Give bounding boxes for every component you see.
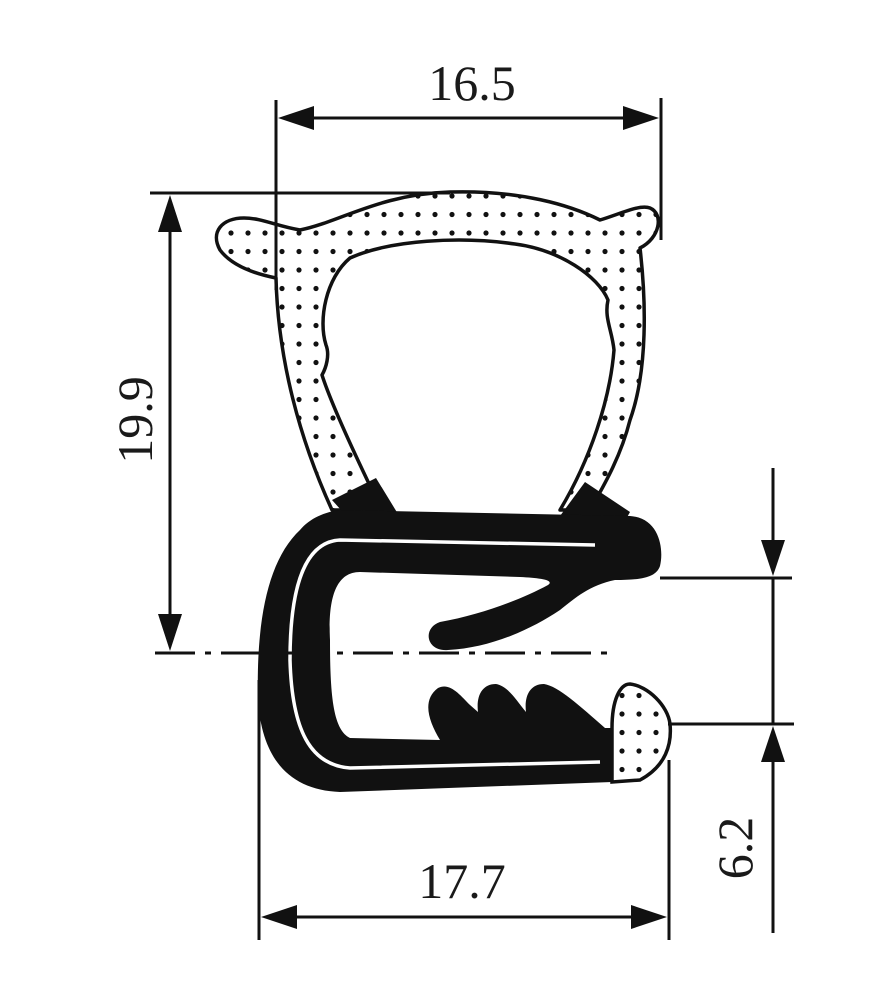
dimension-opening-height: 6.2 <box>660 468 794 933</box>
dimension-label-opening-height: 6.2 <box>707 817 763 880</box>
dimension-bottom-width: 17.7 <box>257 680 671 940</box>
dimension-label-overall-height: 19.9 <box>107 376 163 464</box>
solid-clip-body <box>257 478 662 792</box>
dimension-label-bottom-width: 17.7 <box>418 853 506 909</box>
dimension-label-top-width: 16.5 <box>428 55 516 111</box>
sponge-bulb <box>214 190 661 512</box>
dimension-top-width: 16.5 <box>274 55 663 290</box>
sponge-tip <box>610 682 673 784</box>
dimension-overall-height: 19.9 <box>107 191 450 651</box>
